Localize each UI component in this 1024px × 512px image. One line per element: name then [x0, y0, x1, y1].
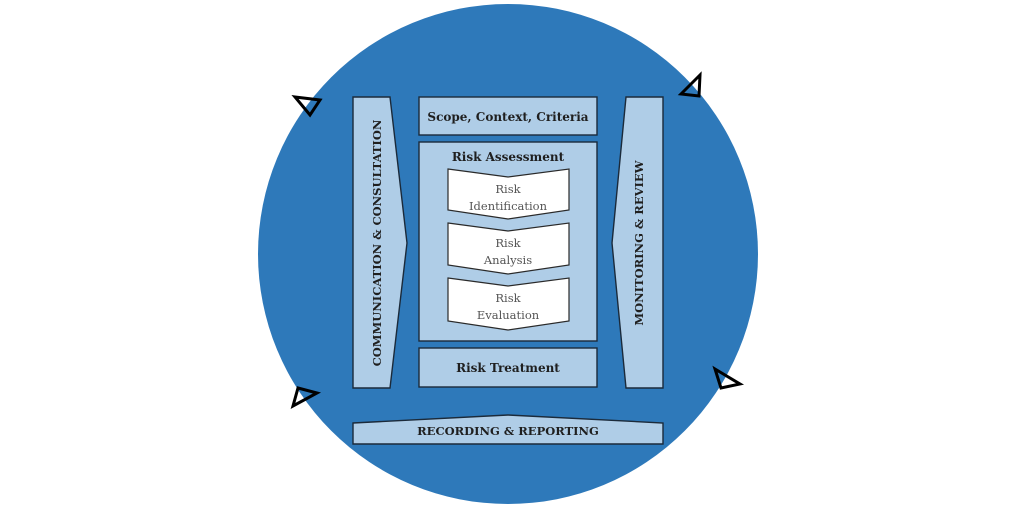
scope-context-criteria-label: Scope, Context, Criteria — [427, 110, 588, 124]
step-risk-identification: Risk Identification — [447, 168, 570, 220]
step-risk-identification-line2: Identification — [469, 199, 548, 213]
monitoring-review-label: MONITORING & REVIEW — [632, 159, 646, 325]
cycle-arrow-bottom-right-icon — [712, 365, 745, 390]
step-risk-evaluation: Risk Evaluation — [447, 277, 570, 331]
cycle-arrow-top-right-icon — [677, 71, 702, 98]
monitoring-review-bar: MONITORING & REVIEW — [611, 96, 664, 389]
risk-treatment-label: Risk Treatment — [456, 361, 560, 375]
communication-consultation-bar: COMMUNICATION & CONSULTATION — [352, 96, 408, 389]
step-risk-analysis-line2: Analysis — [483, 253, 532, 267]
risk-assessment-box: Risk Assessment Risk Identification Risk… — [418, 141, 598, 342]
recording-reporting-label: RECORDING & REPORTING — [417, 424, 599, 438]
step-risk-evaluation-line1: Risk — [495, 291, 521, 305]
communication-consultation-label: COMMUNICATION & CONSULTATION — [370, 119, 384, 366]
step-risk-analysis-line1: Risk — [495, 236, 521, 250]
recording-reporting-bar: RECORDING & REPORTING — [352, 414, 664, 445]
risk-assessment-label: Risk Assessment — [452, 150, 565, 164]
step-risk-analysis: Risk Analysis — [447, 222, 570, 275]
scope-context-criteria-box: Scope, Context, Criteria — [418, 96, 598, 136]
cycle-arrow-top-left-icon — [291, 95, 323, 118]
risk-treatment-box: Risk Treatment — [418, 347, 598, 388]
step-risk-identification-line1: Risk — [495, 182, 521, 196]
step-risk-evaluation-line2: Evaluation — [477, 308, 540, 322]
cycle-arrow-bottom-left-icon — [290, 386, 322, 410]
